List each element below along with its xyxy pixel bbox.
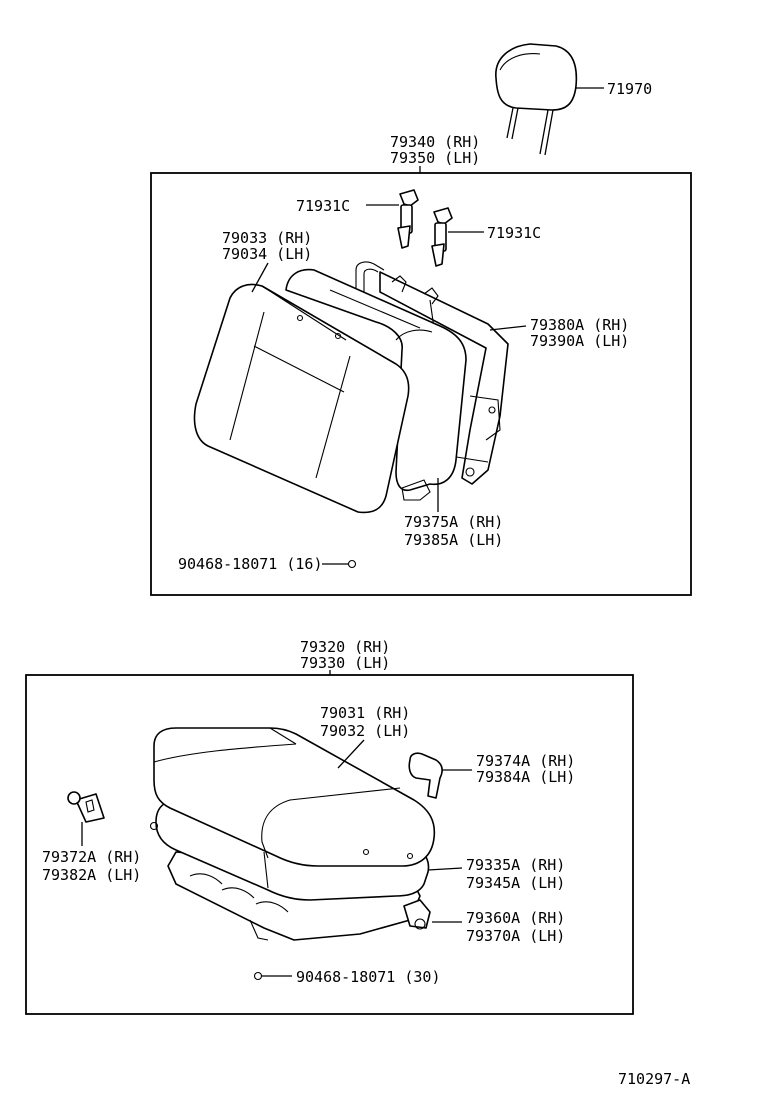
seatback-cover-illustration[interactable]	[193, 283, 410, 514]
cushion-cover-leader	[337, 739, 365, 769]
cushion-cover-illustration[interactable]	[153, 727, 436, 867]
headrest-illustration[interactable]	[495, 43, 578, 156]
back-frame-leader	[489, 325, 527, 331]
back-cover-label-rh: 79033 (RH)	[222, 229, 312, 247]
cushion-group-frame	[25, 674, 634, 1015]
seatback-label-lh: 79350 (LH)	[390, 149, 480, 167]
cushion-pad-leader	[427, 867, 463, 871]
back-cover-label-lh: 79034 (LH)	[222, 245, 312, 263]
cushion-hogring-icon[interactable]	[253, 971, 263, 981]
cushion-outer-cover-illustration[interactable]	[67, 791, 105, 823]
cushion-frame-label-rh: 79360A (RH)	[466, 909, 565, 927]
cushion-label-rh: 79320 (RH)	[300, 638, 390, 656]
headrest-guide-right[interactable]	[431, 207, 453, 267]
cushion-label-lh: 79330 (LH)	[300, 654, 390, 672]
cushion-hogring-label: 90468-18071 (30)	[296, 968, 441, 986]
seatback-pad-illustration[interactable]	[285, 268, 467, 501]
cushion-frame-label-lh: 79370A (LH)	[466, 927, 565, 945]
back-hinge-label-lh: 79385A (LH)	[404, 531, 503, 549]
diagram-code: 710297-A	[618, 1070, 690, 1088]
back-hinge-label-rh: 79375A (RH)	[404, 513, 503, 531]
outer-cover-label-rh: 79372A (RH)	[42, 848, 141, 866]
cushion-cover-label-lh: 79032 (LH)	[320, 722, 410, 740]
seatback-label-rh: 79340 (RH)	[390, 133, 480, 151]
cushion-pad-label-rh: 79335A (RH)	[466, 856, 565, 874]
inner-cover-label-rh: 79374A (RH)	[476, 752, 575, 770]
back-frame-label-lh: 79390A (LH)	[530, 332, 629, 350]
headrest-guide-left[interactable]	[397, 189, 419, 249]
headrest-label: 71970	[607, 80, 652, 98]
cushion-pad-label-lh: 79345A (LH)	[466, 874, 565, 892]
back-hogring-icon[interactable]	[347, 559, 357, 569]
back-hogring-label: 90468-18071 (16)	[178, 555, 323, 573]
cushion-cover-label-rh: 79031 (RH)	[320, 704, 410, 722]
back-cover-leader	[251, 262, 269, 293]
guide-left-label: 71931C	[296, 197, 350, 215]
outer-cover-label-lh: 79382A (LH)	[42, 866, 141, 884]
back-frame-label-rh: 79380A (RH)	[530, 316, 629, 334]
guide-right-label: 71931C	[487, 224, 541, 242]
cushion-inner-cover-illustration[interactable]	[408, 752, 443, 799]
inner-cover-label-lh: 79384A (LH)	[476, 768, 575, 786]
seatback-group-frame	[150, 172, 692, 596]
